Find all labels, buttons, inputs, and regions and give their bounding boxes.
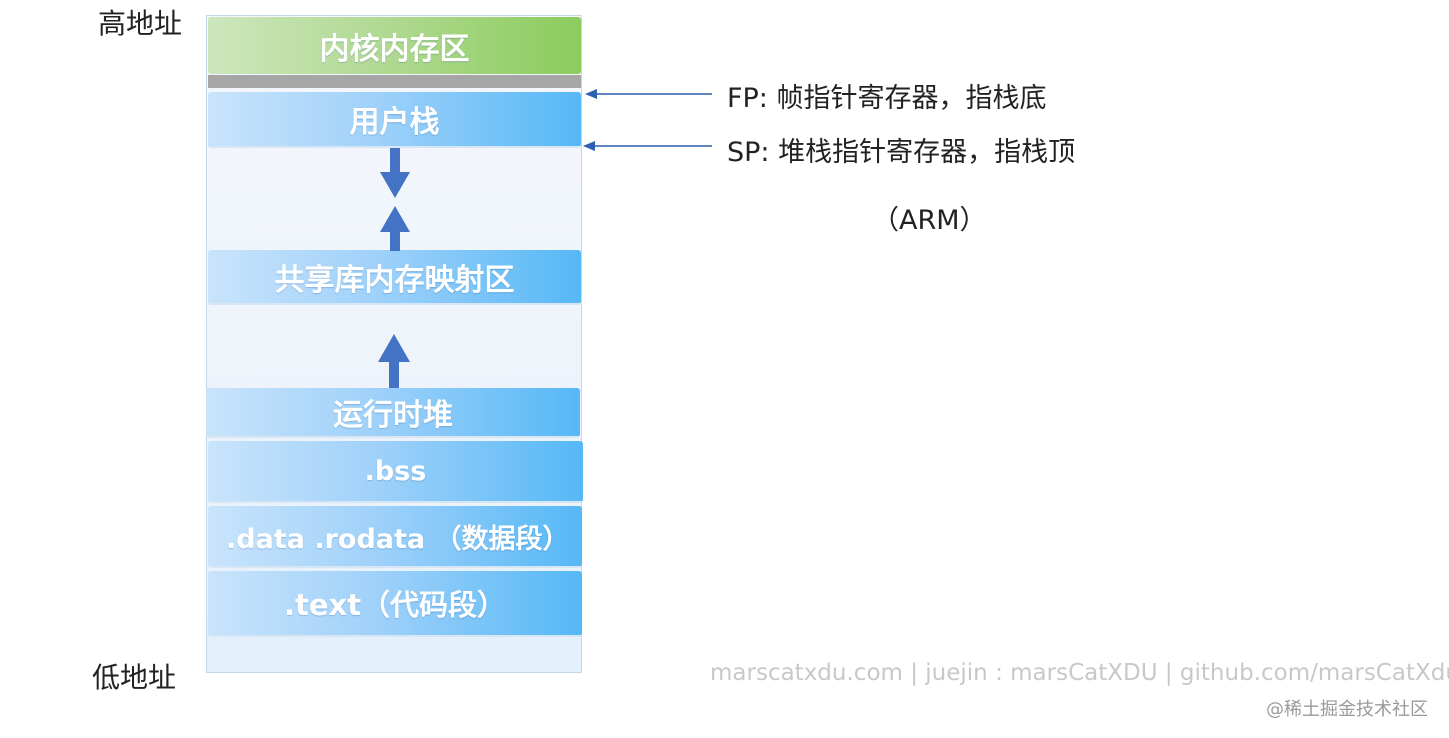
stack-growth-down-arrow [380,148,410,198]
low-address-label: 低地址 [92,661,177,694]
fp-pointer-arrow [585,89,712,99]
bss-segment: .bss [208,441,583,503]
heap-growth-up-arrow [378,334,410,388]
fp-annotation: FP: 帧指针寄存器，指栈底 [727,83,1047,114]
shared-lib-up-arrow [380,206,410,251]
site-watermark: marscatxdu.com | juejin : marsCatXDU | g… [710,660,1449,686]
community-brand-watermark: @稀土掘金技术社区 [1266,699,1428,720]
sp-annotation: SP: 堆栈指针寄存器，指栈顶 [727,137,1076,168]
arch-annotation: （ARM） [872,205,987,236]
high-address-label: 高地址 [98,7,183,40]
sp-pointer-arrow [583,141,712,151]
data-segment: .data .rodata （数据段） [208,506,582,568]
runtime-heap-segment: 运行时堆 [206,388,580,438]
text-segment: .text（代码段） [208,571,582,637]
user-stack-segment: 用户栈 [208,92,581,148]
kernel-memory-segment: 内核内存区 [208,17,581,74]
shared-library-segment: 共享库内存映射区 [208,250,581,305]
kernel-divider [208,75,581,88]
